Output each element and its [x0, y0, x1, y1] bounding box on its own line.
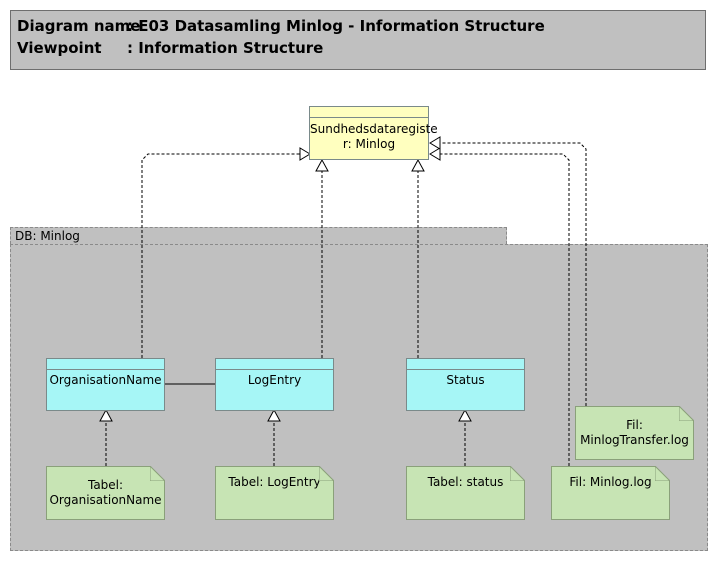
- class-logentry-label: LogEntry: [247, 373, 302, 387]
- viewpoint-value: : Information Structure: [127, 39, 324, 57]
- diagram-name-row: Diagram name: E03 Datasamling Minlog - I…: [17, 17, 545, 35]
- note-tabel-logentry-text: Tabel: LogEntry: [228, 474, 321, 489]
- note-fold-icon: [679, 406, 694, 421]
- class-sundhedsdataregister-label: Sundhedsdataregiste r: Minlog: [310, 122, 438, 151]
- package-tab[interactable]: DB: Minlog: [10, 227, 507, 244]
- note-fil-minlogtransfer-text: Fil: MinlogTransfer.log: [580, 418, 689, 447]
- realization-organisation[interactable]: [141, 153, 303, 358]
- viewpoint-label: Viewpoint: [17, 39, 102, 57]
- note-tabel-organisationname[interactable]: Tabel: OrganisationName: [46, 466, 165, 520]
- diagram-name-value: : E03 Datasamling Minlog - Information S…: [127, 17, 545, 35]
- diagram-header: Diagram name: E03 Datasamling Minlog - I…: [10, 10, 706, 70]
- arrowhead-fil-transfer: [429, 136, 441, 150]
- note-fold-icon: [655, 466, 670, 481]
- note-tabel-logentry[interactable]: Tabel: LogEntry: [215, 466, 334, 520]
- class-organisationname[interactable]: OrganisationName: [46, 358, 165, 411]
- realization-fil-transfer[interactable]: [437, 142, 587, 406]
- viewpoint-row: Viewpoint : Information Structure: [17, 39, 323, 57]
- note-tabel-organisationname-text: Tabel: OrganisationName: [49, 478, 162, 507]
- note-fold-icon: [150, 466, 165, 481]
- class-logentry[interactable]: LogEntry: [215, 358, 334, 411]
- realization-fil-minlog[interactable]: [437, 153, 570, 466]
- class-status-label: Status: [446, 373, 485, 387]
- class-sundhedsdataregister-minlog[interactable]: Sundhedsdataregiste r: Minlog: [309, 106, 438, 160]
- arrowhead-organisation: [299, 147, 311, 161]
- class-organisationname-label: OrganisationName: [49, 373, 162, 387]
- arrowhead-status: [411, 158, 425, 172]
- note-tabel-status[interactable]: Tabel: status: [406, 466, 525, 520]
- arrowhead-fil-minlog: [429, 147, 441, 161]
- arrowhead-tabel-organisation: [99, 408, 113, 422]
- note-fil-minlog[interactable]: Fil: Minlog.log: [551, 466, 670, 520]
- note-fil-minlog-text: Fil: Minlog.log: [569, 474, 652, 489]
- arrowhead-tabel-logentry: [267, 408, 281, 422]
- note-fold-icon: [319, 466, 334, 481]
- note-fil-minlogtransfer[interactable]: Fil: MinlogTransfer.log: [575, 406, 694, 460]
- note-tabel-status-text: Tabel: status: [427, 474, 504, 489]
- arrowhead-logentry: [315, 158, 329, 172]
- diagram-name-label: Diagram name: [17, 17, 141, 35]
- arrowhead-tabel-status: [458, 408, 472, 422]
- package-label: DB: Minlog: [15, 229, 80, 243]
- class-status[interactable]: Status: [406, 358, 525, 411]
- note-fold-icon: [510, 466, 525, 481]
